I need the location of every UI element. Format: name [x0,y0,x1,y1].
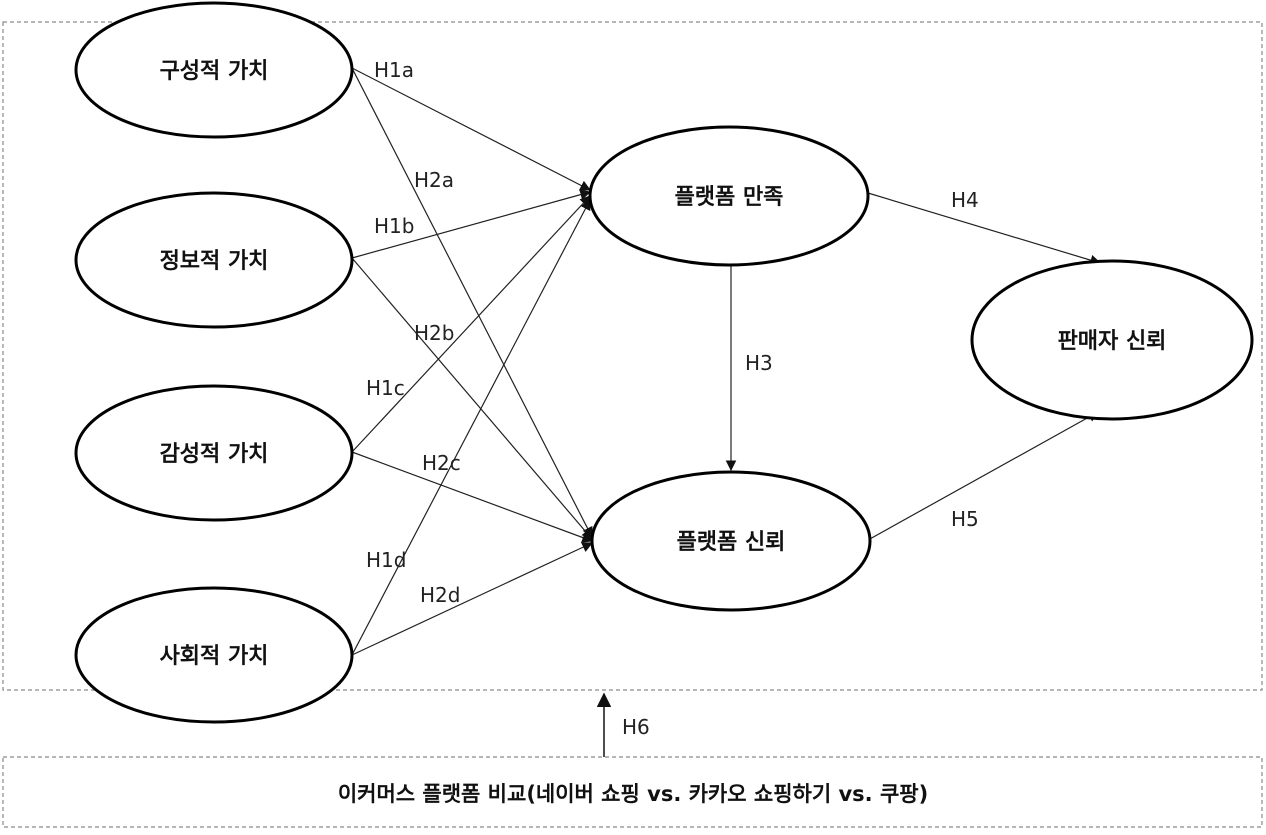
node-social-value: 사회적 가치 [74,586,354,724]
node-label: 사회적 가치 [160,644,269,669]
hypothesis-label-h1a: H1a [374,58,414,82]
node-label: 플랫폼 만족 [675,185,784,210]
hypothesis-label-h2c: H2c [422,451,461,475]
node-structural-value: 구성적 가치 [74,1,354,139]
node-label: 감성적 가치 [160,442,269,467]
node-platform-satisfaction: 플랫폼 만족 [588,125,870,267]
hypothesis-label-h3: H3 [745,351,773,375]
hypothesis-label-h1d: H1d [366,548,406,572]
edge-h2a [351,67,593,538]
edge-h2c [351,451,594,543]
node-label: 판매자 신뢰 [1058,329,1167,354]
edge-h2b [351,257,593,540]
hypothesis-label-h1b: H1b [374,214,414,238]
edge-h5 [867,411,1099,541]
hypothesis-label-h5: H5 [951,507,979,531]
hypothesis-label-h4: H4 [951,188,979,212]
edge-h1a [351,67,591,191]
node-informational-value: 정보적 가치 [74,191,354,329]
hypothesis-label-h2a: H2a [414,168,454,192]
moderator-label: 이커머스 플랫폼 비교(네이버 쇼핑 vs. 카카오 쇼핑하기 vs. 쿠팡) [338,782,928,806]
hypothesis-label-h2d: H2d [420,583,460,607]
hypothesis-label-h2b: H2b [414,321,454,345]
node-emotional-value: 감성적 가치 [74,384,354,522]
node-label: 플랫폼 신뢰 [677,530,786,555]
node-seller-trust: 판매자 신뢰 [970,259,1254,421]
edge-h1d [351,199,591,656]
model-boundary-box [2,21,1263,691]
hypothesis-label-h6: H6 [622,715,650,739]
node-platform-trust: 플랫폼 신뢰 [590,470,872,612]
edge-h1c [351,195,591,453]
node-label: 구성적 가치 [160,59,269,84]
node-label: 정보적 가치 [160,249,269,274]
edge-h2d [351,542,593,656]
edge-h1b [351,189,592,259]
hypothesis-label-h1c: H1c [366,376,405,400]
edge-h4 [867,192,1102,266]
